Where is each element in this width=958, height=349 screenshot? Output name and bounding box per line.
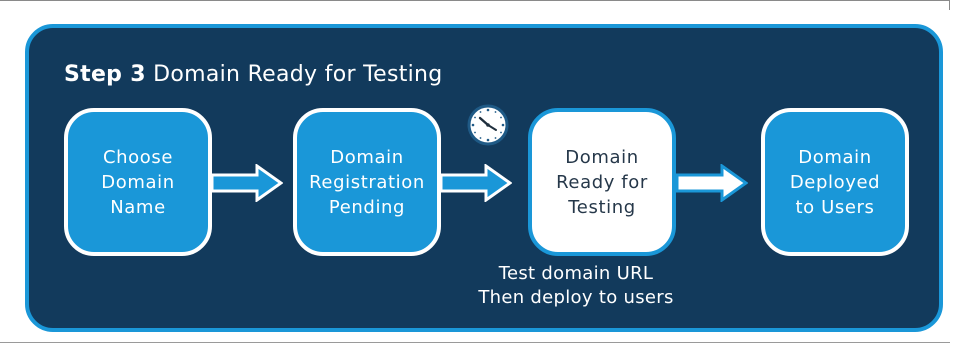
step-box-registration-pending: Domain Registration Pending <box>293 108 441 256</box>
step-box-label: Domain Deployed to Users <box>789 146 881 218</box>
step-box-ready-for-testing: Domain Ready for Testing <box>528 108 676 256</box>
clock-icon <box>467 104 509 146</box>
step-box-choose-domain: Choose Domain Name <box>64 108 212 256</box>
step-heading: Domain Ready for Testing <box>153 62 443 87</box>
window-frame <box>0 0 950 10</box>
right-arrow-icon <box>211 164 283 202</box>
step-number: Step 3 <box>64 62 146 87</box>
step-box-label: Domain Ready for Testing <box>556 146 648 218</box>
step-box-label: Domain Registration Pending <box>309 146 425 218</box>
step-box-deployed-to-users: Domain Deployed to Users <box>761 108 909 256</box>
step-caption: Test domain URL Then deploy to users <box>478 263 674 308</box>
step-box-label: Choose Domain Name <box>101 146 175 218</box>
step-title: Step 3 Domain Ready for Testing <box>64 62 443 87</box>
right-arrow-icon <box>676 164 748 202</box>
right-arrow-icon <box>440 164 512 202</box>
window-frame-bottom <box>0 342 950 343</box>
